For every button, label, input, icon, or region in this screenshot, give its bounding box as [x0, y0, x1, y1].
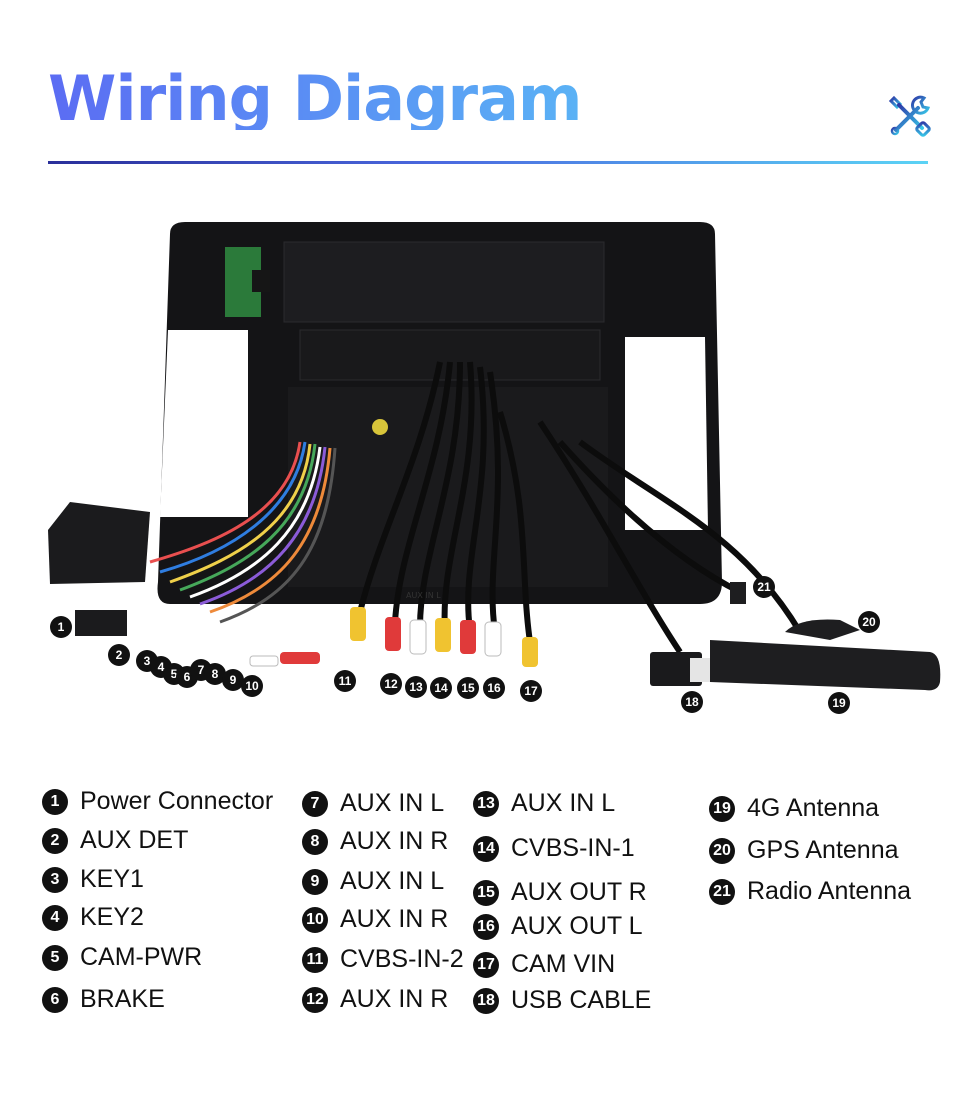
legend-number-badge: 4: [42, 904, 68, 931]
legend-label: KEY1: [80, 865, 144, 893]
callout-marker-12: 12: [380, 673, 402, 695]
legend-item: 4 KEY2: [42, 903, 144, 932]
callout-marker-13: 13: [405, 676, 427, 698]
legend-item: 6 BRAKE: [42, 985, 165, 1014]
legend-item: 14 CVBS-IN-1: [473, 834, 635, 863]
legend-label: BRAKE: [80, 985, 165, 1013]
legend-label: Power Connector: [80, 787, 274, 815]
callout-marker-17: 17: [520, 680, 542, 702]
aux-tag-label: AUX IN L: [406, 591, 441, 600]
legend-number-badge: 15: [473, 879, 499, 906]
legend-number-badge: 3: [42, 866, 68, 893]
legend-item: 10 AUX IN R: [302, 905, 448, 934]
legend-label: CVBS-IN-2: [340, 945, 464, 973]
legend-item: 2 AUX DET: [42, 826, 188, 855]
legend-label: AUX IN R: [340, 905, 449, 933]
callout-marker-16: 16: [483, 677, 505, 699]
legend-item: 20 GPS Antenna: [709, 836, 899, 865]
legend-label: KEY2: [80, 903, 144, 931]
legend-label: AUX IN L: [511, 789, 616, 817]
legend-number-badge: 10: [302, 906, 328, 933]
legend-item: 21 Radio Antenna: [709, 877, 911, 906]
legend-label: AUX IN L: [340, 867, 445, 895]
legend-label: CAM VIN: [511, 950, 616, 978]
callout-marker-21: 21: [753, 576, 775, 598]
legend-label: AUX IN R: [340, 827, 449, 855]
legend-number-badge: 20: [709, 837, 735, 864]
legend-number-badge: 5: [42, 944, 68, 971]
legend-number-badge: 17: [473, 951, 499, 978]
callout-marker-8: 8: [204, 663, 226, 685]
tools-icon: [888, 95, 931, 137]
legend-item: 17 CAM VIN: [473, 950, 615, 979]
legend-item: 16 AUX OUT L: [473, 912, 643, 941]
callout-marker-2: 2: [108, 644, 130, 666]
legend-item: 11 CVBS-IN-2: [302, 945, 464, 974]
legend-number-badge: 19: [709, 795, 735, 822]
legend-item: 5 CAM-PWR: [42, 943, 202, 972]
callout-marker-1: 1: [50, 616, 72, 638]
legend-label: AUX OUT L: [511, 912, 643, 940]
legend-label: AUX IN L: [340, 789, 445, 817]
legend-number-badge: 9: [302, 868, 328, 895]
legend-number-badge: 6: [42, 986, 68, 1013]
callout-marker-10: 10: [241, 675, 263, 697]
legend-item: 18 USB CABLE: [473, 986, 651, 1015]
legend-label: AUX IN R: [340, 985, 449, 1013]
legend-number-badge: 18: [473, 987, 499, 1014]
callout-marker-14: 14: [430, 677, 452, 699]
legend-number-badge: 14: [473, 835, 499, 862]
legend-label: Radio Antenna: [747, 877, 912, 905]
callout-marker-19: 19: [828, 692, 850, 714]
legend-number-badge: 13: [473, 790, 499, 817]
legend-number-badge: 2: [42, 827, 68, 854]
legend-item: 19 4G Antenna: [709, 794, 879, 823]
legend-label: CVBS-IN-1: [511, 834, 635, 862]
legend-label: 4G Antenna: [747, 794, 880, 822]
legend-item: 7 AUX IN L: [302, 789, 444, 818]
legend-number-badge: 8: [302, 828, 328, 855]
head-unit-photo: AUX IN L: [48, 222, 941, 691]
legend-label: GPS Antenna: [747, 836, 899, 864]
legend-number-badge: 11: [302, 946, 328, 973]
legend-item: 13 AUX IN L: [473, 789, 615, 818]
legend-label: USB CABLE: [511, 986, 652, 1014]
title-underline: [48, 161, 928, 164]
callout-marker-20: 20: [858, 611, 880, 633]
legend-item: 9 AUX IN L: [302, 867, 444, 896]
legend-number-badge: 21: [709, 878, 735, 905]
callout-marker-15: 15: [457, 677, 479, 699]
legend-number-badge: 7: [302, 790, 328, 817]
legend-number-badge: 1: [42, 788, 68, 815]
legend-item: 15 AUX OUT R: [473, 878, 647, 907]
legend-label: CAM-PWR: [80, 943, 203, 971]
legend-label: AUX OUT R: [511, 878, 647, 906]
legend-number-badge: 16: [473, 913, 499, 940]
callout-marker-11: 11: [334, 670, 356, 692]
legend-item: 12 AUX IN R: [302, 985, 448, 1014]
callout-marker-9: 9: [222, 669, 244, 691]
legend-number-badge: 12: [302, 986, 328, 1013]
page-title: Wiring Diagram: [48, 62, 583, 135]
legend-label: AUX DET: [80, 826, 189, 854]
legend-item: 3 KEY1: [42, 865, 144, 894]
legend-item: 1 Power Connector: [42, 787, 273, 816]
callout-marker-18: 18: [681, 691, 703, 713]
legend-item: 8 AUX IN R: [302, 827, 448, 856]
